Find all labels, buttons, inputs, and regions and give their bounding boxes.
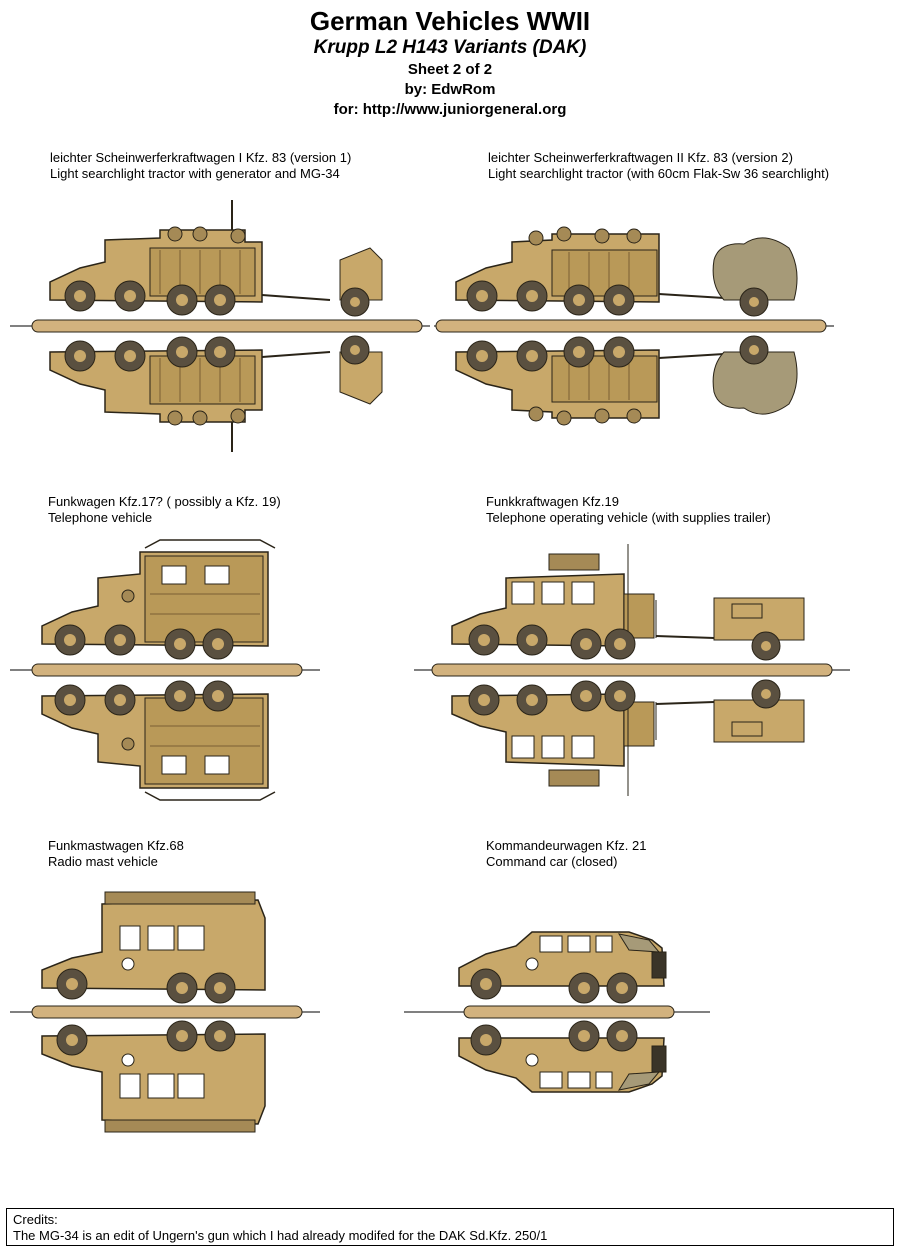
vehicle-description-4: Telephone operating vehicle (with suppli… (486, 510, 771, 525)
sheet-header: German Vehicles WWII Krupp L2 H143 Varia… (0, 4, 900, 120)
vehicle-caption-6: Kommandeurwagen Kfz. 21 Command car (clo… (486, 838, 646, 870)
vehicle-name-4: Funkkraftwagen Kfz.19 (486, 494, 619, 509)
vehicle-description-5: Radio mast vehicle (48, 854, 158, 869)
credits-heading: Credits: (13, 1212, 58, 1227)
vehicle-caption-1: leichter Scheinwerferkraftwagen I Kfz. 8… (50, 150, 351, 182)
website-link[interactable]: for: http://www.juniorgeneral.org (333, 101, 567, 118)
sheet-title: German Vehicles WWII (309, 6, 591, 36)
credits-box: Credits: The MG-34 is an edit of Ungern'… (6, 1208, 894, 1246)
searchlight-tractor-v1-drawing (10, 200, 430, 453)
vehicle-name-3: Funkwagen Kfz.17? ( possibly a Kfz. 19) (48, 494, 281, 509)
vehicle-description-6: Command car (closed) (486, 854, 618, 869)
author-credit: by: EdwRom (404, 81, 496, 98)
vehicle-caption-4: Funkkraftwagen Kfz.19 Telephone operatin… (486, 494, 771, 526)
vehicle-description-3: Telephone vehicle (48, 510, 153, 525)
command-car-drawing (404, 931, 710, 1093)
telephone-operating-vehicle-drawing (414, 544, 850, 797)
vehicle-name-6: Kommandeurwagen Kfz. 21 (486, 838, 647, 853)
vehicle-name-5: Funkmastwagen Kfz.68 (48, 838, 184, 853)
searchlight-tractor-v2-drawing (434, 226, 834, 426)
vehicle-description-1: Light searchlight tractor with generator… (50, 166, 340, 181)
vehicle-figure-5 (10, 878, 430, 1158)
vehicle-figure-2 (434, 190, 854, 470)
vehicle-name-1: leichter Scheinwerferkraftwagen I Kfz. 8… (50, 150, 352, 165)
credits-text: The MG-34 is an edit of Ungern's gun whi… (13, 1228, 548, 1243)
vehicle-description-2: Light searchlight tractor (with 60cm Fla… (488, 166, 830, 181)
vehicle-caption-5: Funkmastwagen Kfz.68 Radio mast vehicle (48, 838, 184, 870)
telephone-vehicle-drawing (10, 539, 320, 801)
radio-mast-vehicle-drawing (10, 891, 320, 1133)
vehicle-figure-6 (404, 878, 824, 1158)
sheet-number: Sheet 2 of 2 (407, 61, 493, 78)
vehicle-figure-1 (10, 190, 430, 470)
sheet-subtitle: Krupp L2 H143 Variants (DAK) (313, 37, 587, 58)
vehicle-caption-2: leichter Scheinwerferkraftwagen II Kfz. … (488, 150, 829, 182)
vehicle-name-2: leichter Scheinwerferkraftwagen II Kfz. … (488, 150, 793, 165)
vehicle-figure-4 (414, 534, 854, 814)
vehicle-figure-3 (10, 534, 430, 814)
vehicle-caption-3: Funkwagen Kfz.17? ( possibly a Kfz. 19) … (48, 494, 281, 526)
